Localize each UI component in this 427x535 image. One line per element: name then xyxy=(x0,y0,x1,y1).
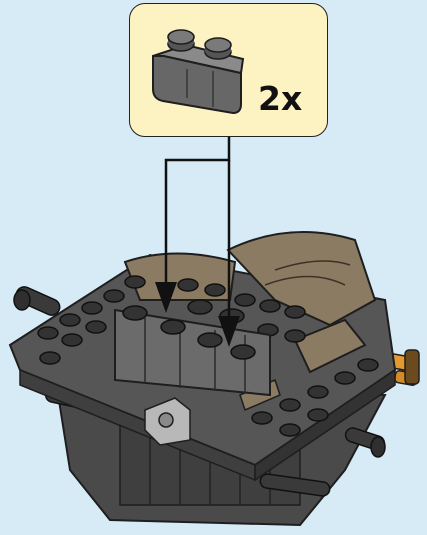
build-step-illustration xyxy=(0,0,427,535)
